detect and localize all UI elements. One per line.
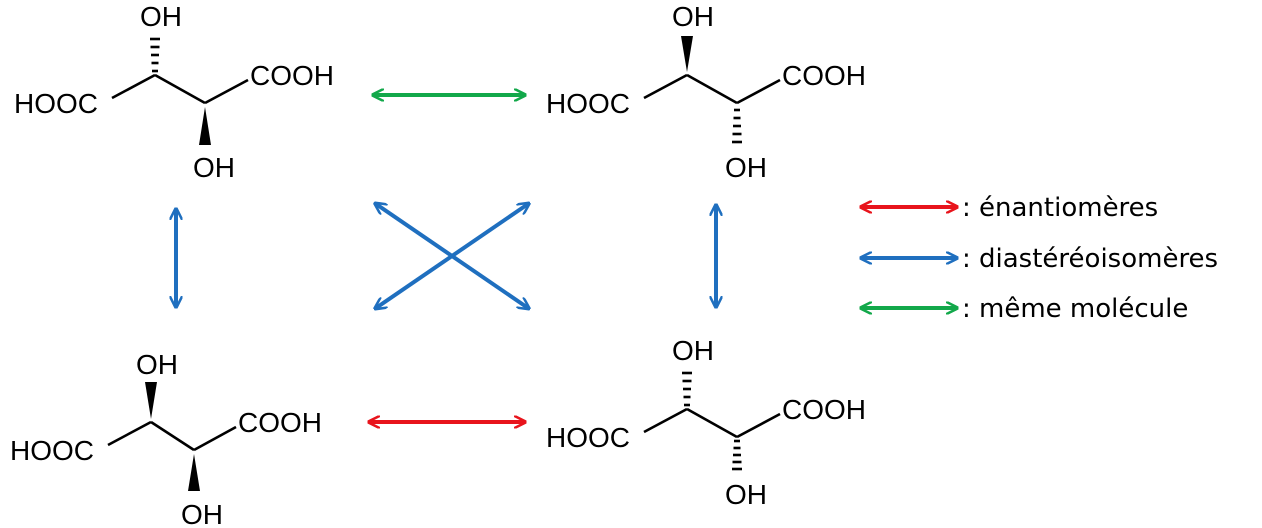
legend-item-diastereomers: : diastéréoisomères [862, 244, 1218, 274]
hooc-label: HOOC [10, 435, 94, 466]
bond [686, 407, 738, 439]
hash-bond [682, 371, 692, 407]
legend-label: : diastéréoisomères [962, 244, 1218, 274]
bond [150, 420, 195, 452]
hooc-label: HOOC [546, 422, 630, 453]
hash-bond [732, 439, 742, 471]
hooc-label: HOOC [14, 88, 98, 119]
molecule-top-left: OH HOOC COOH OH [14, 1, 334, 183]
hooc-label: HOOC [546, 88, 630, 119]
bond [154, 73, 206, 105]
hash-bond [732, 108, 742, 144]
hash-bond [150, 37, 160, 73]
bond [643, 73, 688, 100]
oh-top-label: OH [136, 349, 178, 380]
bond [193, 425, 237, 452]
oh-top-label: OH [672, 335, 714, 366]
bond [643, 407, 688, 434]
bond [111, 73, 156, 100]
cooh-label: COOH [782, 60, 866, 91]
cooh-label: COOH [250, 60, 334, 91]
molecule-bottom-left: OH HOOC COOH OH [10, 349, 322, 528]
bond [686, 73, 738, 105]
cooh-label: COOH [238, 407, 322, 438]
legend-label: : même molécule [962, 294, 1188, 324]
oh-top-label: OH [140, 1, 182, 32]
legend-item-same-molecule: : même molécule [862, 294, 1188, 324]
bond [107, 420, 152, 447]
legend: : énantiomères : diastéréoisomères : mêm… [862, 193, 1218, 324]
oh-bottom-label: OH [193, 152, 235, 183]
wedge-bond [681, 36, 693, 72]
cooh-label: COOH [782, 394, 866, 425]
molecule-top-right: OH HOOC COOH OH [546, 1, 866, 183]
diastereomers-arrow-diagonal-up [376, 204, 528, 308]
oh-top-label: OH [672, 1, 714, 32]
wedge-bond [188, 454, 200, 491]
bond [736, 78, 781, 105]
legend-item-enantiomers: : énantiomères [862, 193, 1158, 223]
oh-bottom-label: OH [181, 499, 223, 528]
oh-bottom-label: OH [725, 152, 767, 183]
wedge-bond [145, 382, 157, 419]
oh-bottom-label: OH [725, 479, 767, 510]
bond [736, 412, 781, 439]
wedge-bond [199, 107, 211, 145]
legend-label: : énantiomères [962, 193, 1158, 223]
bond [204, 78, 249, 105]
molecule-bottom-right: OH HOOC COOH OH [546, 335, 866, 510]
